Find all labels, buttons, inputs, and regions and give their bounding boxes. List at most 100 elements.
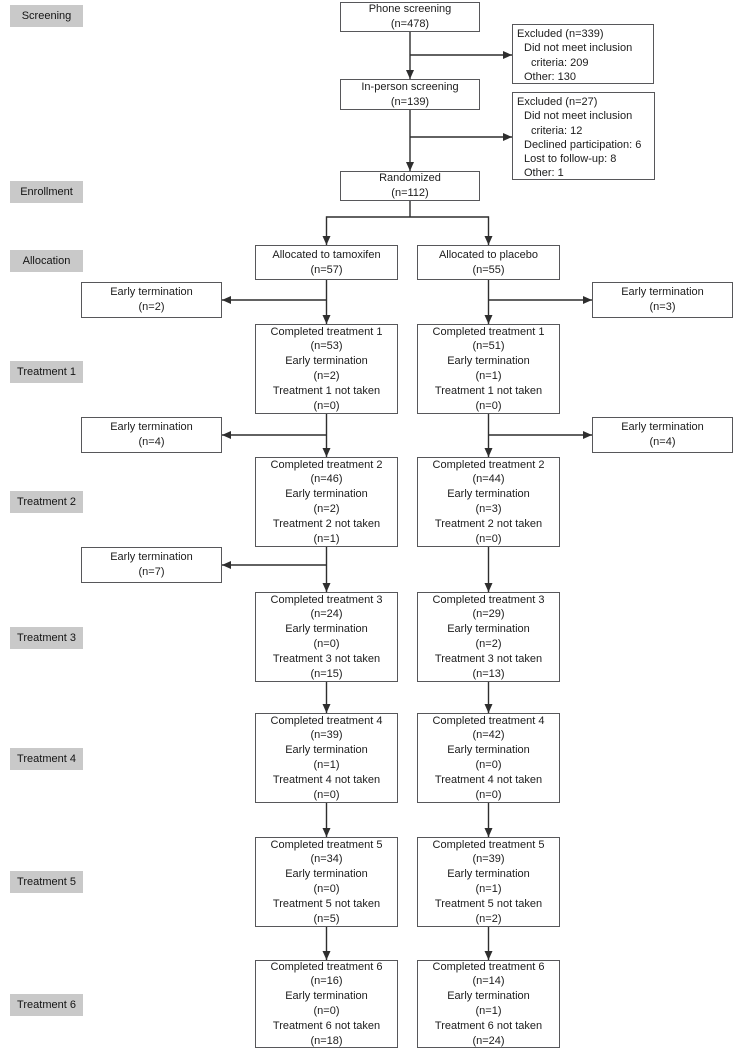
text-line: Completed treatment 1 <box>270 325 383 338</box>
text-line: (n=0) <box>313 788 340 801</box>
box-early-termination-alloc-left: Early termination (n=2) <box>81 282 222 318</box>
box-treatment6-placebo: Completed treatment 6 (n=14) Early termi… <box>417 960 560 1048</box>
box-treatment4-placebo: Completed treatment 4 (n=42) Early termi… <box>417 713 560 803</box>
box-early-termination-t1-right: Early termination (n=4) <box>592 417 733 453</box>
stage-label-treatment-6: Treatment 6 <box>10 994 83 1016</box>
text-line: (n=42) <box>472 729 505 742</box>
text-line: (n=0) <box>475 399 502 412</box>
box-treatment6-tamoxifen: Completed treatment 6 (n=16) Early termi… <box>255 960 398 1048</box>
text-line: Early termination <box>621 286 704 299</box>
text-line: (n=1) <box>475 370 502 382</box>
text-line: Completed treatment 4 <box>432 714 545 727</box>
text-line: Excluded (n=27) <box>517 96 598 108</box>
text-line: Treatment 5 not taken <box>434 897 543 910</box>
stage-label-screening: Screening <box>10 5 83 27</box>
text-line: (n=2) <box>475 638 502 650</box>
text-line: (n=1) <box>313 532 340 545</box>
text-line: Completed treatment 5 <box>270 838 383 851</box>
box-treatment1-tamoxifen: Completed treatment 1 (n=53) Early termi… <box>255 324 398 414</box>
text-line: Did not meet inclusion <box>524 110 633 123</box>
text-line: Completed treatment 6 <box>270 960 383 973</box>
text-line: Declined participation: 6 <box>524 138 642 151</box>
text-line: (n=14) <box>472 975 505 988</box>
text-line: (n=4) <box>138 436 165 448</box>
box-treatment3-placebo: Completed treatment 3 (n=29) Early termi… <box>417 592 560 682</box>
text-line: (n=0) <box>475 788 502 801</box>
text-line: (n=15) <box>310 667 343 680</box>
text-line: (n=16) <box>310 975 343 988</box>
text-line: Treatment 6 not taken <box>272 1019 381 1032</box>
text-line: Completed treatment 1 <box>432 325 545 338</box>
text-line: Early termination <box>621 421 704 434</box>
text-line: (n=0) <box>475 759 502 771</box>
box-treatment4-tamoxifen: Completed treatment 4 (n=39) Early termi… <box>255 713 398 803</box>
text-line: (n=44) <box>472 473 505 486</box>
text-line: (n=55) <box>472 263 505 276</box>
text-line: Early termination <box>447 868 530 881</box>
text-line: (n=29) <box>472 608 505 621</box>
box-phone-screening: Phone screening (n=478) <box>340 2 480 32</box>
text-line: Treatment 2 not taken <box>434 517 543 530</box>
text-line: Completed treatment 2 <box>270 458 383 471</box>
text-line: (n=3) <box>475 503 502 515</box>
text-line: (n=3) <box>649 301 676 313</box>
text-line: Early termination <box>285 744 368 757</box>
text-line: Allocated to tamoxifen <box>272 248 381 261</box>
stage-label-enrollment: Enrollment <box>10 181 83 203</box>
text-line: (n=5) <box>313 912 340 925</box>
stage-label-treatment-5: Treatment 5 <box>10 871 83 893</box>
stage-label-treatment-3: Treatment 3 <box>10 627 83 649</box>
text-line: (n=1) <box>475 883 502 895</box>
text-line: (n=39) <box>310 729 343 742</box>
box-in-person-screening: In-person screening (n=139) <box>340 79 480 110</box>
box-allocated-placebo: Allocated to placebo (n=55) <box>417 245 560 280</box>
text-line: Early termination <box>110 551 193 564</box>
text-line: criteria: 209 <box>531 56 589 69</box>
text-line: Early termination <box>447 744 530 757</box>
text-line: Treatment 4 not taken <box>434 773 543 786</box>
text-line: (n=0) <box>313 1005 340 1017</box>
text-line: (n=53) <box>310 340 343 353</box>
text-line: Early termination <box>447 623 530 636</box>
stage-label-treatment-4: Treatment 4 <box>10 748 83 770</box>
box-early-termination-alloc-right: Early termination (n=3) <box>592 282 733 318</box>
text-line: Treatment 2 not taken <box>272 517 381 530</box>
text-line: (n=39) <box>472 853 505 866</box>
text-line: (n=18) <box>310 1034 343 1047</box>
text-line: (n=2) <box>313 370 340 382</box>
text-line: (n=112) <box>391 187 429 199</box>
text-line: Completed treatment 5 <box>432 838 545 851</box>
text-line: (n=0) <box>313 883 340 895</box>
text-line: Lost to follow-up: 8 <box>524 153 617 166</box>
text-line: (n=2) <box>475 912 502 925</box>
box-excluded-phone: Excluded (n=339) Did not meet inclusion … <box>512 24 654 84</box>
box-early-termination-t2-left: Early termination (n=7) <box>81 547 222 583</box>
text-line: Completed treatment 2 <box>432 458 545 471</box>
stage-label-treatment-2: Treatment 2 <box>10 491 83 513</box>
text-line: (n=478) <box>390 18 430 30</box>
text-line: Excluded (n=339) <box>517 28 604 40</box>
text-line: (n=0) <box>475 532 502 545</box>
text-line: Treatment 3 not taken <box>272 652 381 665</box>
box-excluded-in-person: Excluded (n=27) Did not meet inclusion c… <box>512 92 655 180</box>
text-line: Completed treatment 3 <box>270 593 383 606</box>
text-line: (n=1) <box>313 759 340 771</box>
box-allocated-tamoxifen: Allocated to tamoxifen (n=57) <box>255 245 398 280</box>
text-line: (n=34) <box>310 853 343 866</box>
text-line: Phone screening <box>368 3 452 16</box>
text-line: Other: 130 <box>524 70 576 83</box>
text-line: (n=1) <box>475 1005 502 1017</box>
text-line: Treatment 5 not taken <box>272 897 381 910</box>
text-line: (n=24) <box>472 1034 505 1047</box>
text-line: Early termination <box>110 421 193 434</box>
text-line: Early termination <box>447 488 530 501</box>
text-line: (n=7) <box>138 566 165 578</box>
text-line: (n=51) <box>472 340 505 353</box>
text-line: Early termination <box>447 355 530 368</box>
stage-label-allocation: Allocation <box>10 250 83 272</box>
box-early-termination-t1-left: Early termination (n=4) <box>81 417 222 453</box>
text-line: Early termination <box>447 990 530 1003</box>
text-line: (n=13) <box>472 667 505 680</box>
text-line: In-person screening <box>361 80 459 93</box>
box-treatment2-placebo: Completed treatment 2 (n=44) Early termi… <box>417 457 560 547</box>
